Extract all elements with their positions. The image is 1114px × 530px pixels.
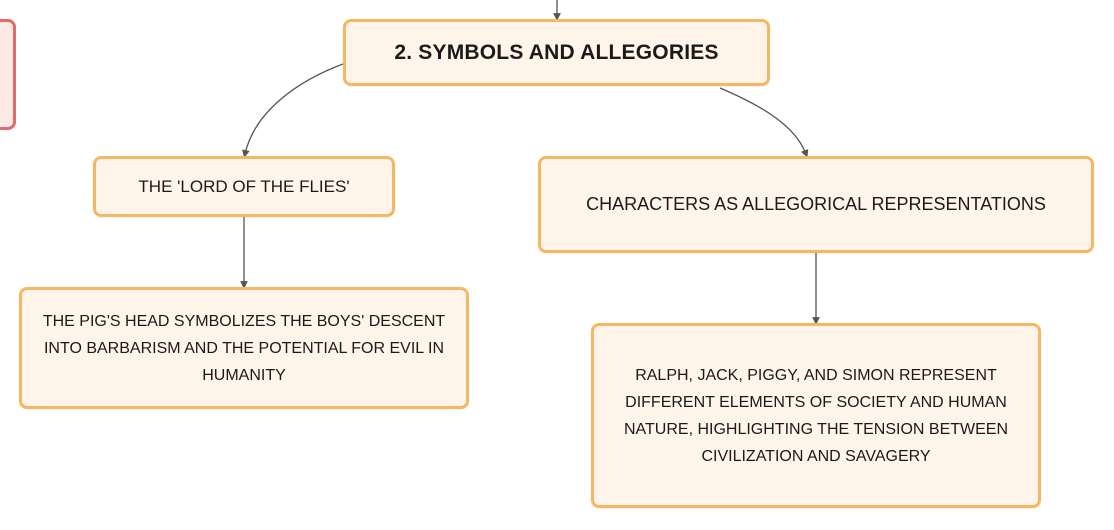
branch-node-allegorical-characters[interactable]: CHARACTERS AS ALLEGORICAL REPRESENTATION… [538,156,1094,253]
detail-node-text: THE PIG'S HEAD SYMBOLIZES THE BOYS' DESC… [42,312,446,384]
branch-node-lord-of-the-flies[interactable]: THE 'LORD OF THE FLIES' [93,156,395,217]
root-node-label: 2. SYMBOLS AND ALLEGORIES [394,40,719,64]
branch-node-label: THE 'LORD OF THE FLIES' [138,176,350,196]
branch-node-label: CHARACTERS AS ALLEGORICAL REPRESENTATION… [586,194,1046,214]
detail-node-pigs-head[interactable]: THE PIG'S HEAD SYMBOLIZES THE BOYS' DESC… [19,287,469,409]
offscreen-node[interactable] [0,19,16,130]
connector-root-to-characters [719,87,809,158]
detail-node-characters[interactable]: RALPH, JACK, PIGGY, AND SIMON REPRESENT … [591,323,1041,508]
detail-node-text: RALPH, JACK, PIGGY, AND SIMON REPRESENT … [623,366,1009,465]
root-node[interactable]: 2. SYMBOLS AND ALLEGORIES [343,19,770,86]
connector-root-to-lord [242,63,344,158]
